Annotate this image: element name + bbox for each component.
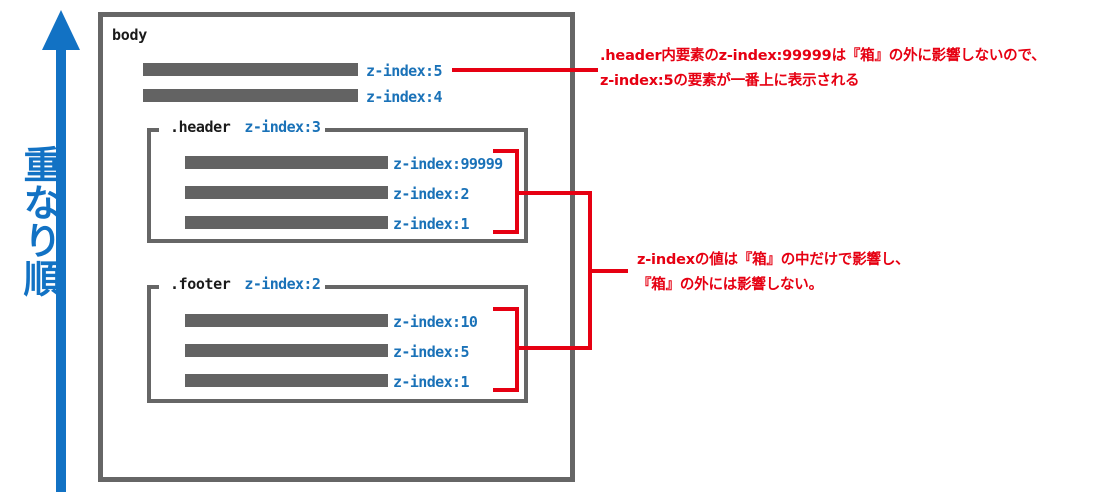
annotation-text-top: .header内要素のz-index:99999は『箱』の外に影響しないので、 … xyxy=(600,48,1046,89)
z-index-label: z-index:5 xyxy=(366,62,442,80)
element-bar xyxy=(185,156,388,169)
element-bar xyxy=(185,216,388,229)
z-index-label: z-index:10 xyxy=(393,313,478,331)
element-bar xyxy=(185,314,388,327)
box-edge-top-left xyxy=(147,128,159,132)
box-edge-left xyxy=(147,285,151,403)
up-arrow-icon xyxy=(42,10,80,492)
z-index-label: z-index:1 xyxy=(393,215,469,233)
box-edge-top-right xyxy=(306,128,528,132)
header-box-z-index: z-index:3 xyxy=(244,118,321,136)
header-box-selector: .header xyxy=(170,118,231,136)
element-bar xyxy=(143,89,358,102)
box-edge-left xyxy=(147,128,151,243)
box-edge-right xyxy=(524,128,528,243)
z-index-label: z-index:99999 xyxy=(393,155,503,173)
element-bar xyxy=(185,374,388,387)
footer-box-selector: .footer xyxy=(170,275,231,293)
box-edge-bottom xyxy=(147,399,528,403)
body-box-label: body xyxy=(112,26,147,44)
z-index-label: z-index:1 xyxy=(393,373,469,391)
stacking-order-label: 重なり順 xyxy=(17,145,61,297)
footer-box-label-group: .footer z-index:2 xyxy=(165,275,326,293)
box-edge-top-right xyxy=(306,285,528,289)
footer-box: .footer z-index:2 xyxy=(147,275,528,403)
box-edge-right xyxy=(524,285,528,403)
z-index-label: z-index:5 xyxy=(393,343,469,361)
footer-box-z-index: z-index:2 xyxy=(244,275,321,293)
z-index-label: z-index:4 xyxy=(366,88,442,106)
header-box: .header z-index:3 xyxy=(147,118,528,243)
element-bar xyxy=(185,186,388,199)
box-edge-top-left xyxy=(147,285,159,289)
annotation-text-bottom: z-indexの値は『箱』の中だけで影響し、 『箱』の外には影響しない。 xyxy=(637,252,910,293)
header-box-label-group: .header z-index:3 xyxy=(165,118,326,136)
box-edge-bottom xyxy=(147,239,528,243)
body-box xyxy=(98,12,575,482)
element-bar xyxy=(143,63,358,76)
z-index-label: z-index:2 xyxy=(393,185,469,203)
element-bar xyxy=(185,344,388,357)
